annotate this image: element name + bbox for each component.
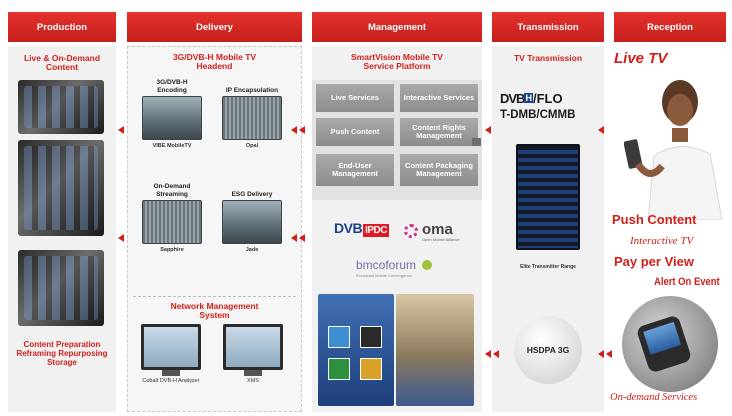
- ipdc-logo-text: IPDC: [363, 224, 389, 237]
- video-wall-photo: [18, 80, 104, 134]
- hsdpa-badge: HSDPA 3G: [514, 316, 582, 384]
- production-column: Production Live & On-Demand Content Cont…: [8, 12, 116, 412]
- device-sapphire: On-Demand Streaming Sapphire: [141, 182, 203, 255]
- oma-symbol-icon: [404, 224, 418, 238]
- end-user-management-box: End-User Management: [316, 154, 394, 186]
- handset-photo: [622, 296, 718, 392]
- device-caption: ESG Delivery: [231, 190, 273, 198]
- broadcast-standards: DVBH/FLO T-DMB/CMMB: [500, 90, 600, 121]
- monitor-xms: XMS: [221, 324, 285, 385]
- tdmb-cmmb-label: T-DMB/CMMB: [500, 109, 576, 121]
- push-content-label: Push Content: [612, 212, 697, 227]
- production-subtitle: Live & On-Demand Content: [23, 53, 101, 72]
- production-header: Production: [8, 12, 116, 42]
- arrow-left: [485, 126, 491, 134]
- device-name: Jade: [245, 247, 259, 253]
- handset-body: [635, 314, 693, 374]
- device-vibe: 3G/DVB-H Encoding VIBE MobileTV: [141, 78, 203, 151]
- device-caption: On-Demand Streaming: [153, 183, 191, 198]
- push-content-box: Push Content: [316, 118, 394, 146]
- handset-screen: [643, 321, 682, 355]
- monitor-stand: [244, 370, 262, 376]
- monitor-screen: [223, 324, 283, 370]
- device-name: Opal: [245, 143, 259, 149]
- live-tv-label: Live TV: [614, 50, 668, 67]
- arrow-left: [598, 126, 604, 134]
- on-demand-label: On-demand Services: [610, 392, 698, 403]
- studio-camera-photo: [18, 140, 104, 236]
- device-caption: IP Encapsulation: [225, 86, 279, 94]
- bmco-logo-subtitle: Broadcast Mobile Convergence: [356, 273, 412, 278]
- monitor-cobalt: Cobalt DVB-H Analyzer: [139, 324, 203, 385]
- arrow-left: [118, 126, 124, 134]
- encapsulator-box: [222, 96, 282, 140]
- arrow-left: [299, 126, 305, 134]
- tile-3: [328, 358, 350, 380]
- content-packaging-box: Content Packaging Management: [400, 154, 478, 186]
- delivery-header: Delivery: [127, 12, 302, 42]
- tile-1: [328, 326, 350, 348]
- esg-server-box: [222, 200, 282, 244]
- oma-logo-text: oma: [422, 221, 453, 238]
- mobile-portal-screenshot: [318, 294, 394, 406]
- dvb-mark: DVB: [500, 91, 525, 106]
- interactive-tv-label: Interactive TV: [630, 235, 694, 247]
- leaf-icon: [422, 260, 432, 270]
- flo-label: /FLO: [532, 91, 563, 106]
- dvb-logo-text: DVB: [334, 220, 363, 236]
- management-column: Management SmartVision Mobile TV Service…: [312, 12, 482, 412]
- rack-caption: Elite Transmitter Range: [520, 264, 576, 270]
- device-opal: IP Encapsulation Opal: [221, 78, 283, 151]
- management-subtitle: SmartVision Mobile TV Service Platform: [351, 52, 443, 71]
- reception-column: Reception Live TV Push Content Interacti…: [610, 12, 726, 412]
- content-rights-box: Content Rights Management: [400, 118, 478, 146]
- encoder-box: [142, 96, 202, 140]
- arrow-left: [291, 234, 297, 242]
- bmco-logo-text: bmcoforum: [356, 258, 417, 272]
- oma-logo-subtitle: Open Mobile Alliance: [422, 237, 460, 242]
- management-header: Management: [312, 12, 482, 42]
- arrow-left: [118, 234, 124, 242]
- pay-per-view-label: Pay per View: [614, 254, 694, 269]
- dvb-h-mark: H: [524, 93, 533, 103]
- device-caption: 3G/DVB-H Encoding: [156, 79, 188, 94]
- section-divider: [133, 296, 296, 297]
- monitor-stand: [162, 370, 180, 376]
- alert-on-event-label: Alert On Event: [654, 276, 720, 288]
- streaming-server-box: [142, 200, 202, 244]
- reception-header: Reception: [614, 12, 726, 42]
- arrow-left: [299, 234, 305, 242]
- tile-2: [360, 326, 382, 348]
- live-services-box: Live Services: [316, 84, 394, 112]
- monitor-name: XMS: [247, 378, 259, 384]
- tile-4: [360, 358, 382, 380]
- arrow-left: [606, 350, 612, 358]
- transmission-subtitle: TV Transmission: [513, 53, 583, 63]
- device-name: VIBE MobileTV: [152, 143, 192, 149]
- monitor-screen: [141, 324, 201, 370]
- arrow-left: [598, 350, 604, 358]
- delivery-subtitle: 3G/DVB-H Mobile TV Headend: [172, 52, 257, 71]
- control-room-photo: [18, 250, 104, 326]
- nms-title: Network Management System: [170, 301, 259, 320]
- arrow-left: [485, 350, 491, 358]
- transmitter-rack: [516, 144, 580, 250]
- interactive-services-box: Interactive Services: [400, 84, 478, 112]
- transmission-header: Transmission: [492, 12, 604, 42]
- monitor-name: Cobalt DVB-H Analyzer: [142, 378, 200, 384]
- arrow-left: [291, 126, 297, 134]
- lock-icon: [472, 138, 481, 146]
- device-name: Sapphire: [160, 247, 184, 253]
- device-jade: ESG Delivery Jade: [221, 182, 283, 255]
- arrow-left: [493, 350, 499, 358]
- woman-with-phone-photo: [624, 80, 723, 220]
- mobile-video-screenshot: [396, 294, 474, 406]
- production-tasks: Content Preparation Reframing Repurposin…: [16, 340, 108, 367]
- delivery-column: Delivery 3G/DVB-H Mobile TV Headend 3G/D…: [127, 12, 302, 412]
- transmission-column: Transmission TV Transmission DVBH/FLO T-…: [492, 12, 604, 412]
